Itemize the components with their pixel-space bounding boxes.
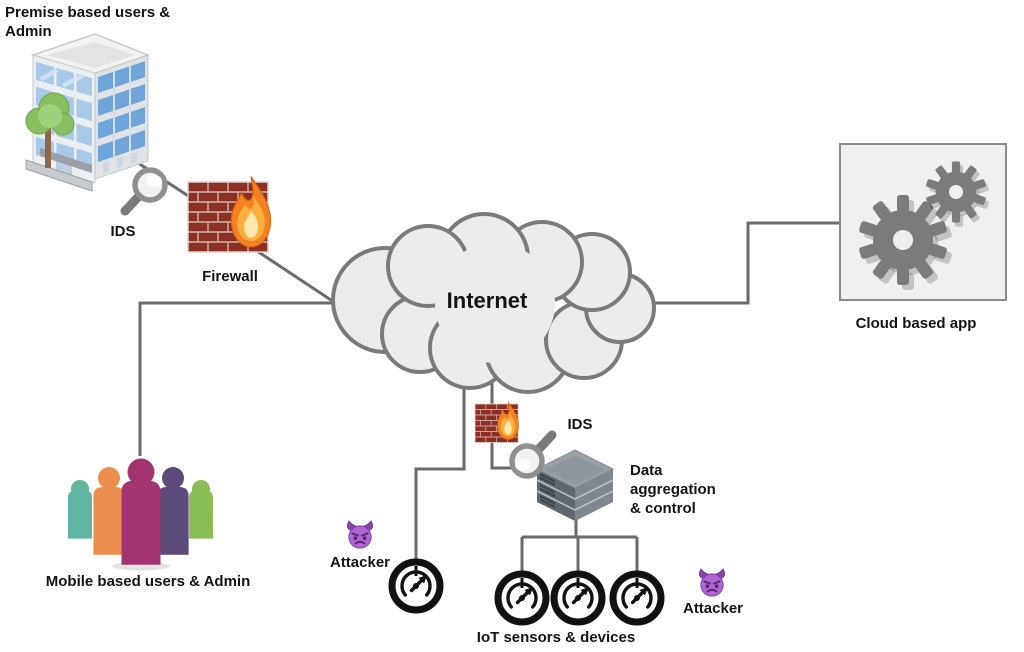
- iot-sensors-label: IoT sensors & devices: [476, 629, 636, 646]
- cloud-app-box: [839, 143, 1007, 301]
- iot-gauge-1-icon: [498, 574, 546, 622]
- data-aggregation-label-line3: & control: [630, 500, 696, 517]
- ids-label-premise: IDS: [110, 223, 136, 240]
- internet-label: Internet: [446, 288, 528, 313]
- mobile-users-label: Mobile based users & Admin: [45, 573, 251, 590]
- premise-users-label-line1: Premise based users &: [5, 4, 171, 21]
- cloud-app-label: Cloud based app: [855, 315, 977, 332]
- data-aggregation-label: Data aggregation & control: [630, 461, 716, 518]
- link-aggregation-gauges: [520, 514, 639, 573]
- firewall-label: Firewall: [202, 268, 258, 285]
- server-stack-icon: [535, 449, 615, 521]
- firewall-icon-iot: [474, 401, 519, 443]
- premise-users-label-line2: Admin: [5, 23, 52, 40]
- premise-users-label: Premise based users & Admin: [5, 3, 170, 41]
- internet-cloud-shape: [331, 212, 656, 394]
- ids-magnifier-icon-premise: [125, 170, 165, 211]
- attacker-label-right: Attacker: [682, 600, 744, 617]
- data-aggregation-label-line2: aggregation: [630, 481, 716, 498]
- iot-gauge-2-icon: [554, 574, 602, 622]
- iot-gauge-standalone-icon: [392, 562, 440, 610]
- attacker-label-left: Attacker: [329, 554, 391, 571]
- iot-gauge-3-icon: [613, 574, 661, 622]
- link-internet-standalone-gauge: [414, 372, 466, 561]
- ids-label-iot: IDS: [567, 416, 593, 433]
- people-group-icon: [68, 458, 213, 571]
- tree-icon: [25, 92, 75, 136]
- office-building-icon: [25, 33, 151, 192]
- data-aggregation-label-line1: Data: [630, 462, 663, 479]
- attacker-devil-icon-right: [698, 568, 726, 597]
- link-firewall-internet: [256, 249, 341, 308]
- attacker-devil-icon-left: [346, 520, 374, 549]
- firewall-icon-premise: [187, 176, 272, 253]
- link-internet-cloud-app: [640, 221, 840, 305]
- link-internet-mobile-users: [138, 301, 352, 456]
